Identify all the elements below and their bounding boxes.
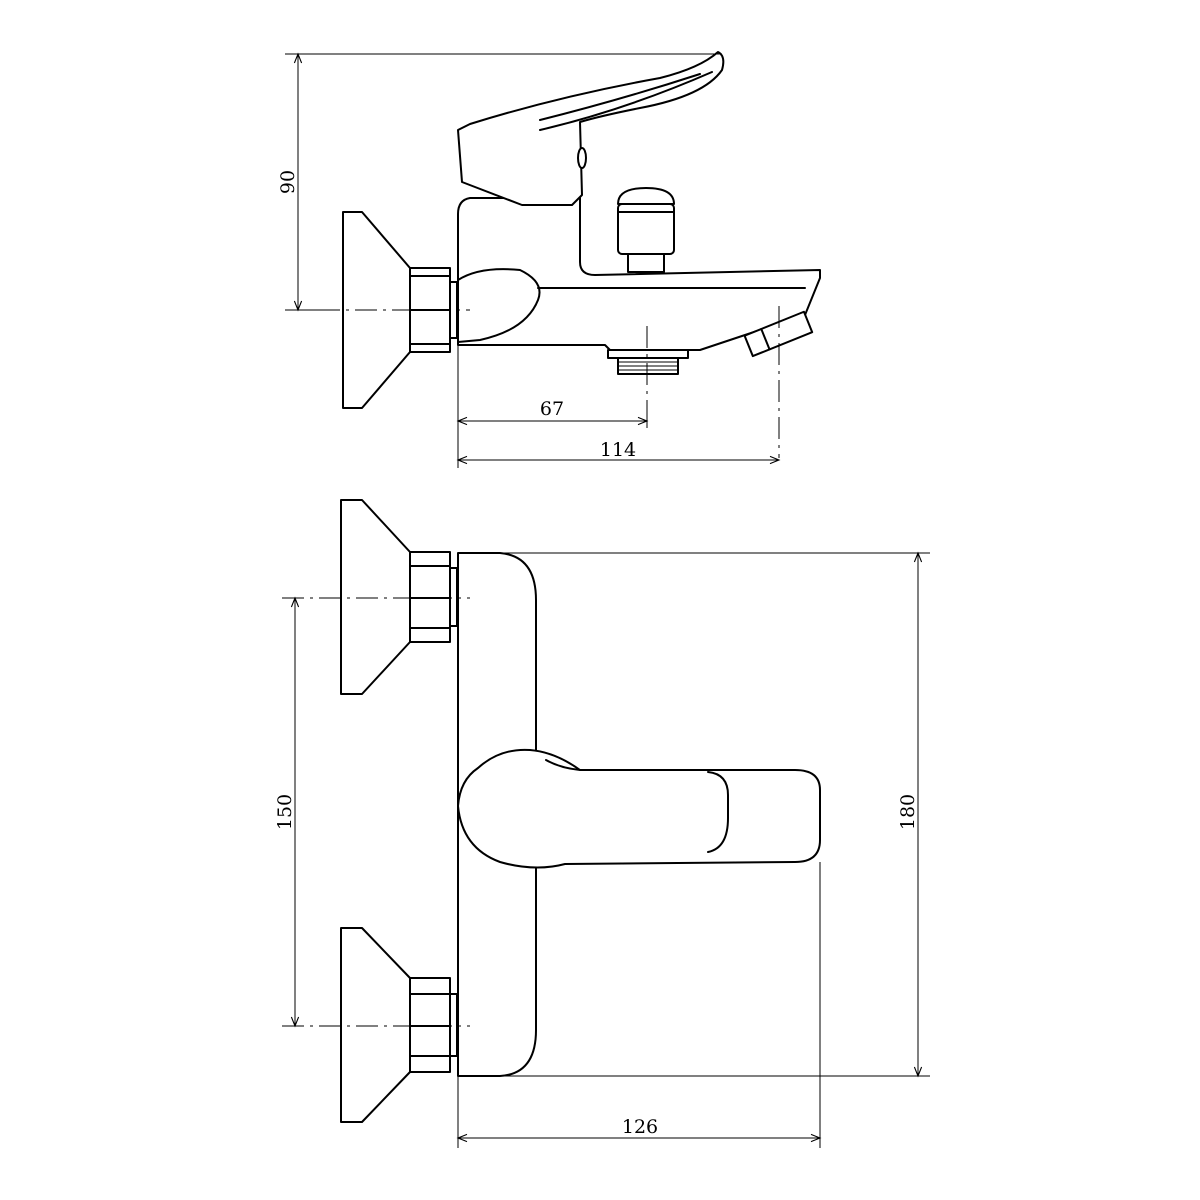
side-aerator: [743, 310, 814, 358]
front-lever-handle: [457, 748, 821, 869]
dim-height-90: 90: [277, 52, 722, 312]
dim-label-90: 90: [277, 170, 299, 194]
dim-spacing-150: 150: [274, 596, 300, 1028]
dim-label-150: 150: [274, 794, 296, 830]
side-diverter-knob: [617, 187, 675, 273]
dim-label-126: 126: [622, 1116, 658, 1138]
dim-spout-114: 114: [456, 439, 781, 465]
side-lever-handle: [457, 51, 725, 206]
lower-inlet-flange: [340, 927, 411, 1123]
dim-label-114: 114: [600, 439, 636, 461]
dim-lever-126: 126: [456, 862, 822, 1148]
dim-height-180: 180: [500, 551, 930, 1078]
upper-inlet-flange: [340, 499, 411, 695]
side-mixer-body: [457, 197, 821, 351]
front-view: [282, 499, 821, 1123]
dim-outlet-67: 67: [456, 345, 649, 468]
side-view: [318, 51, 821, 458]
dim-label-180: 180: [897, 794, 919, 830]
side-threaded-outlet: [607, 349, 689, 375]
lower-hex-nut: [409, 977, 458, 1073]
upper-hex-nut: [409, 551, 458, 643]
dim-label-67: 67: [540, 398, 564, 420]
